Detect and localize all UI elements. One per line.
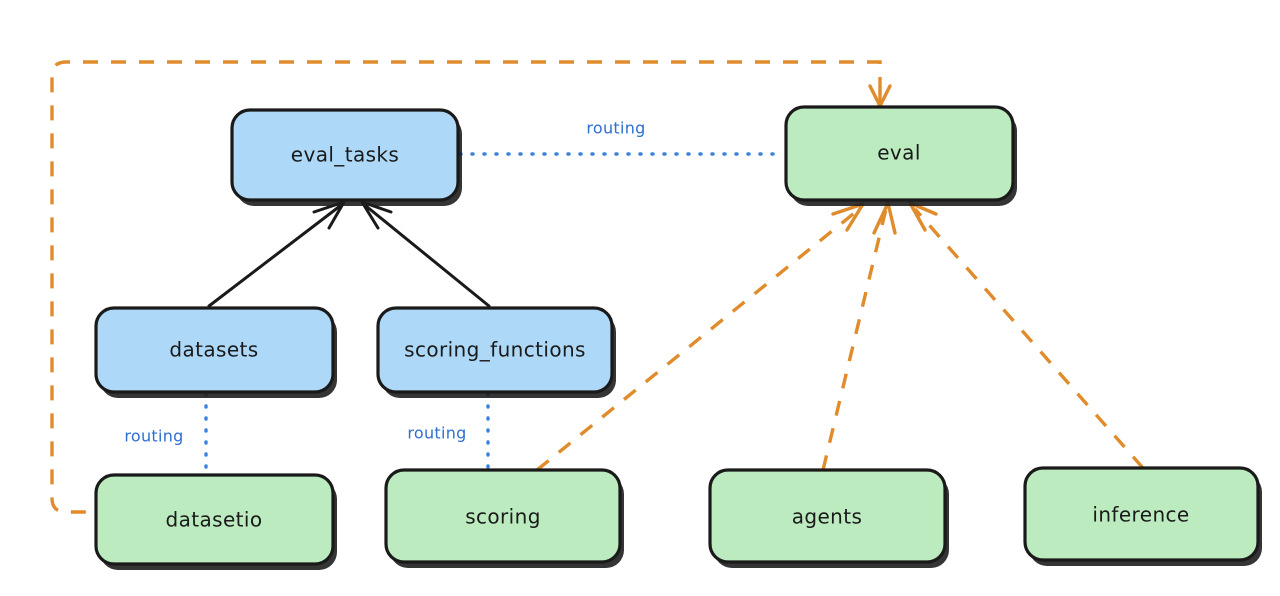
node-datasets-body[interactable] [94, 306, 335, 394]
node-datasetio[interactable]: datasetio [94, 473, 337, 570]
node-datasetio-label: datasetio [165, 508, 262, 532]
edge-label-routing-eval: routing [586, 119, 645, 138]
node-inference[interactable]: inference [1023, 466, 1262, 566]
edge-eval-to-datasetio-line [50, 60, 882, 514]
node-agents[interactable]: agents [708, 468, 949, 568]
edge-label-routing-datasetio: routing [124, 427, 183, 446]
node-inference-label: inference [1092, 503, 1189, 527]
node-datasets[interactable]: datasets [94, 306, 337, 398]
node-layer: eval_tasks eval datasets scoring_functio… [94, 105, 1262, 570]
node-scoring-functions[interactable]: scoring_functions [376, 306, 616, 398]
edge-scoring-to-eval-line [535, 208, 860, 472]
node-agents-label: agents [792, 505, 863, 529]
node-scoring-functions-label: scoring_functions [404, 338, 586, 362]
node-agents-body[interactable] [708, 468, 947, 564]
edge-agents-to-eval-line [821, 208, 888, 471]
node-eval-tasks[interactable]: eval_tasks [230, 108, 462, 206]
edge-inference-to-eval-line [913, 207, 1145, 470]
edge-inference-to-eval [908, 201, 1145, 470]
node-eval-tasks-label: eval_tasks [291, 143, 399, 167]
edge-datasets-to-eval-tasks [207, 200, 346, 308]
node-inference-body[interactable] [1023, 466, 1260, 562]
edge-scoring-functions-to-eval-tasks-line [364, 204, 491, 308]
edge-scoring-functions-to-eval-tasks [360, 200, 491, 308]
node-datasets-label: datasets [169, 338, 258, 362]
node-scoring-body[interactable] [384, 468, 622, 564]
edge-agents-to-eval [821, 201, 897, 471]
edge-layer [50, 60, 1145, 514]
node-eval-body[interactable] [784, 105, 1015, 202]
node-eval-tasks-body[interactable] [230, 108, 460, 202]
edge-label-layer: routing routing routing [124, 119, 645, 446]
node-scoring[interactable]: scoring [384, 468, 624, 568]
node-eval[interactable]: eval [784, 105, 1017, 206]
node-datasetio-body[interactable] [94, 473, 335, 566]
node-scoring-functions-body[interactable] [376, 306, 614, 394]
node-eval-label: eval [877, 141, 921, 165]
node-scoring-label: scoring [465, 505, 541, 529]
edge-datasets-to-eval-tasks-line [207, 204, 342, 308]
edge-label-routing-scoring: routing [407, 424, 466, 443]
